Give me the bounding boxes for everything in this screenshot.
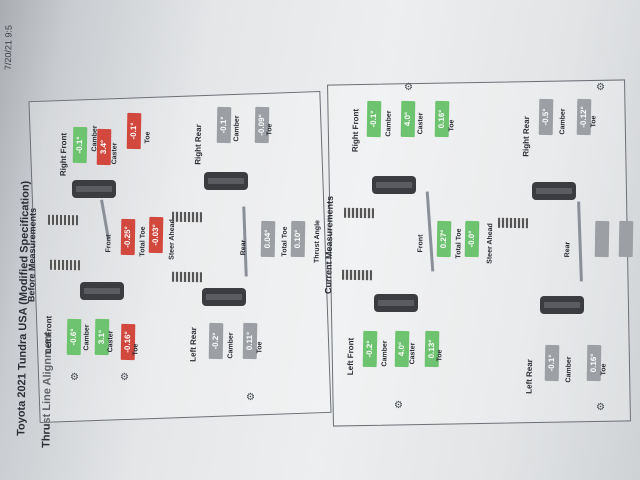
current-right-front-label: Right Front	[350, 108, 361, 153]
before-left-rear-toe-label: Toe	[256, 341, 264, 354]
current-left-rear-camber: -0.1°	[544, 344, 560, 382]
before-left-front-label: Left Front	[43, 315, 54, 354]
current-right-rear-label: Right Rear	[521, 116, 532, 157]
before-left-rear-label: Left Rear	[188, 327, 199, 362]
current-thrust-angle	[618, 220, 634, 258]
before-right-rear-camber-label: Camber	[233, 115, 241, 142]
before-left-rear-toe: 0.11°	[242, 322, 258, 360]
before-rear-total-toe-label: Total Toe	[281, 226, 289, 257]
adjust-tool-icon: ⚙	[394, 400, 403, 411]
before-left-front-toe-label: Toe	[132, 343, 140, 356]
before-thrust-angle-label: Thrust Angle	[313, 219, 322, 264]
before-left-rear-strut	[171, 271, 203, 283]
current-right-rear-toe: -0.12°	[576, 98, 592, 136]
current-rear-label: Rear	[564, 241, 572, 258]
before-right-front-toe-label: Toe	[144, 131, 152, 144]
before-right-front-caster: 3.4°	[96, 128, 112, 166]
current-rear-total-toe	[594, 220, 610, 258]
current-left-front-tire	[374, 294, 418, 312]
before-right-rear-tire	[204, 172, 248, 190]
before-front-label: Front	[105, 234, 113, 253]
adjust-tool-icon: ⚙	[596, 402, 605, 413]
before-left-rear-tire	[202, 288, 246, 306]
current-right-front-caster: 4.0°	[400, 100, 416, 138]
before-steer-ahead: -0.03°	[148, 216, 164, 254]
current-right-rear-toe-label: Toe	[590, 115, 598, 128]
current-right-rear-strut	[497, 217, 529, 229]
current-steer-ahead-label: Steer Ahead	[486, 223, 495, 264]
current-left-rear-toe-label: Toe	[600, 363, 608, 376]
adjust-tool-icon: ⚙	[120, 372, 129, 383]
adjust-tool-icon: ⚙	[404, 82, 413, 93]
current-total-toe: 0.27°	[436, 220, 452, 258]
current-right-rear-camber-label: Camber	[559, 108, 567, 135]
before-left-rear-camber-label: Camber	[227, 332, 235, 359]
current-left-front-strut	[341, 269, 373, 281]
before-left-rear-camber: -0.2°	[208, 322, 224, 360]
before-rear-total-toe: 0.04°	[260, 220, 276, 258]
current-left-front-toe-label: Toe	[436, 349, 444, 362]
current-title: Current Measurements	[323, 195, 335, 295]
before-left-front-camber: -0.6°	[66, 318, 82, 356]
adjust-tool-icon: ⚙	[596, 82, 605, 93]
before-left-front-tire	[80, 282, 124, 300]
current-right-front-toe-label: Toe	[448, 119, 456, 132]
adjust-tool-icon: ⚙	[246, 392, 255, 403]
current-right-front-toe: 0.16°	[434, 100, 450, 138]
current-steer-ahead: -0.0°	[464, 220, 480, 258]
before-right-front-caster-label: Caster	[111, 142, 119, 165]
current-left-rear-camber-label: Camber	[565, 356, 573, 383]
current-front-label: Front	[417, 234, 425, 253]
current-left-front-caster-label: Caster	[409, 342, 417, 365]
before-right-front-label: Right Front	[58, 132, 69, 177]
current-left-rear-toe: 0.16°	[586, 344, 602, 382]
current-total-toe-label: Total Toe	[455, 228, 463, 259]
current-right-rear-camber: -0.5°	[538, 98, 554, 136]
before-thrust-angle: 0.10°	[290, 220, 306, 258]
current-left-front-camber: -0.2°	[362, 330, 378, 368]
before-right-rear-toe-label: Toe	[266, 123, 274, 136]
before-right-front-toe: -0.1°	[126, 112, 142, 150]
current-left-front-caster: 4.0°	[394, 330, 410, 368]
current-left-rear-label: Left Rear	[524, 359, 535, 394]
before-title: Before Measurements	[26, 207, 38, 303]
before-left-front-camber-label: Camber	[83, 324, 91, 351]
before-rear-label: Rear	[240, 239, 248, 256]
current-left-front-camber-label: Camber	[381, 340, 389, 367]
before-right-front-tire	[72, 180, 116, 198]
before-steer-ahead-label: Steer Ahead	[168, 219, 177, 260]
before-total-toe-label: Total Toe	[139, 226, 147, 257]
current-left-front-label: Left Front	[345, 337, 356, 376]
before-total-toe: -0.25°	[120, 218, 136, 256]
before-right-front-camber: -0.1°	[72, 126, 88, 164]
current-right-front-camber-label: Camber	[385, 110, 393, 137]
current-right-front-strut	[343, 207, 375, 219]
before-right-rear-label: Right Rear	[193, 124, 204, 165]
before-left-front-caster-label: Caster	[107, 330, 115, 353]
current-left-rear-tire	[540, 296, 584, 314]
before-right-rear-camber: -0.1°	[216, 106, 232, 144]
before-left-front-strut	[49, 259, 81, 271]
before-right-front-strut	[47, 214, 79, 226]
current-right-front-caster-label: Caster	[417, 112, 425, 135]
current-right-front-camber: -0.1°	[366, 100, 382, 138]
adjust-tool-icon: ⚙	[70, 372, 79, 383]
current-right-rear-tire	[532, 182, 576, 200]
before-right-rear-strut	[171, 211, 203, 223]
current-right-front-tire	[372, 176, 416, 194]
